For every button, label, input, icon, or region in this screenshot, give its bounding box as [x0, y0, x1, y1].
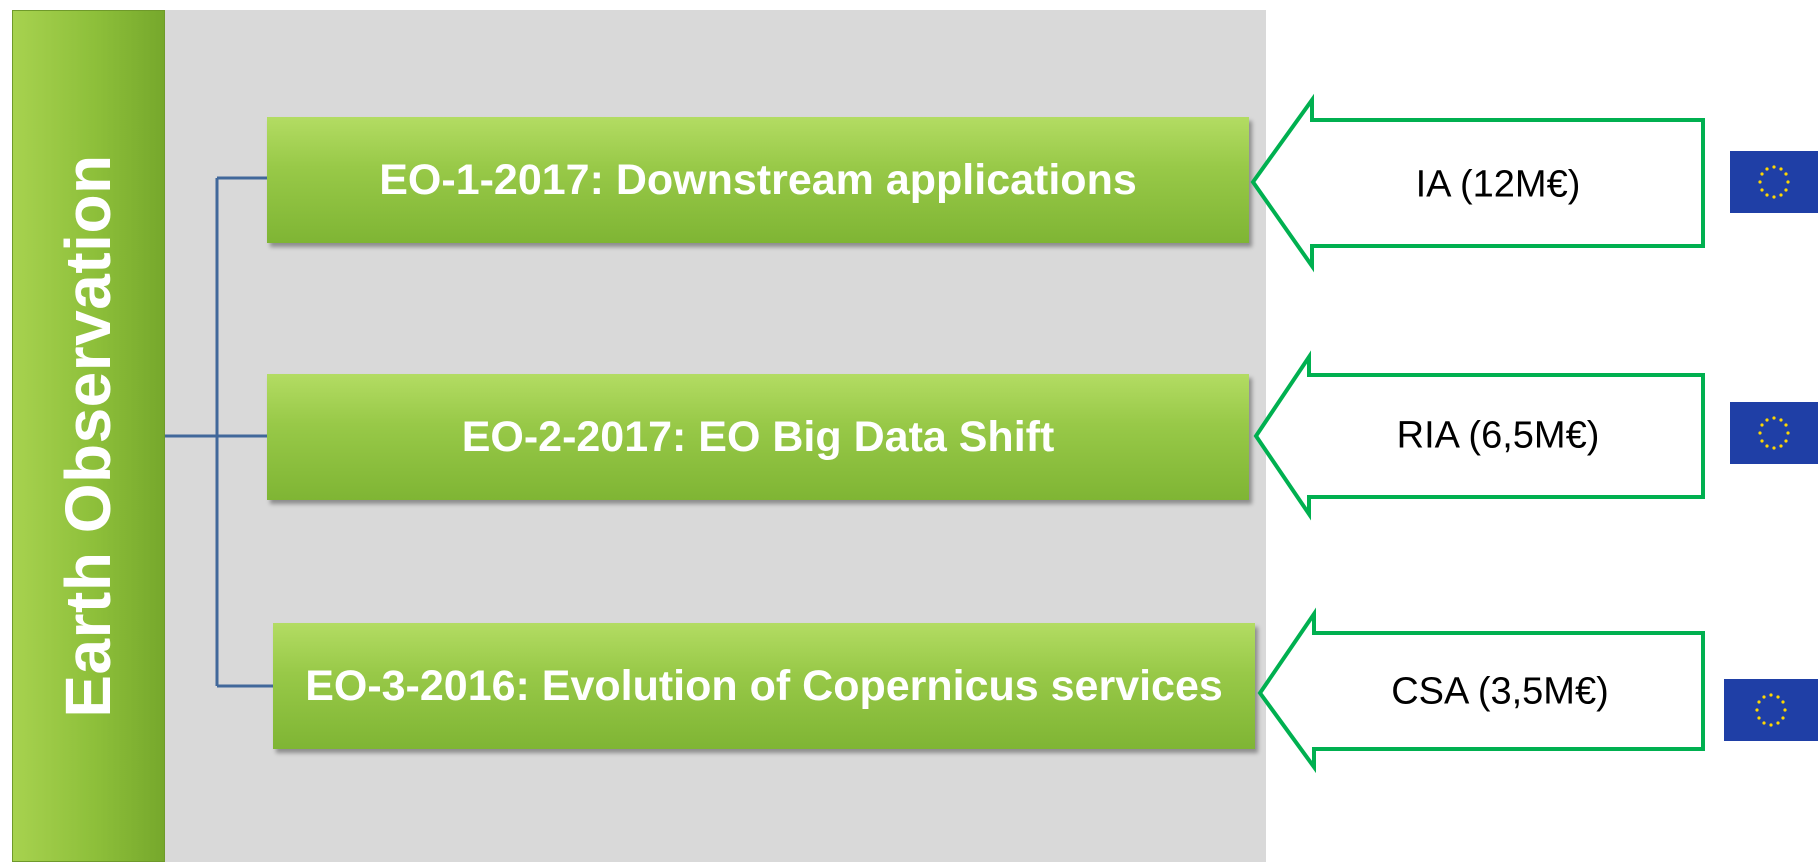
category-bar: [12, 10, 165, 862]
topic-label: EO-1-2017: Downstream applications: [379, 155, 1137, 204]
eu-flag-icon: [1730, 151, 1818, 213]
action-label-ria: RIA (6,5M€): [1396, 414, 1600, 457]
eu-flag-icon: [1730, 402, 1818, 464]
topic-label: EO-2-2017: EO Big Data Shift: [461, 412, 1055, 461]
topic-box-eo-2: EO-2-2017: EO Big Data Shift: [267, 374, 1249, 500]
eu-stars: [1758, 416, 1790, 450]
eu-stars: [1758, 165, 1790, 199]
arrow-ria: [1253, 350, 1705, 521]
action-label-csa: CSA (3,5M€): [1391, 670, 1609, 713]
arrow-csa: [1257, 607, 1705, 774]
topic-box-eo-1: EO-1-2017: Downstream applications: [267, 117, 1249, 243]
eu-stars: [1755, 693, 1787, 727]
topic-box-eo-3: EO-3-2016: Evolution of Copernicus servi…: [273, 623, 1255, 749]
arrow-ia: [1250, 93, 1705, 273]
action-label-ia: IA (12M€): [1415, 163, 1581, 206]
topic-label: EO-3-2016: Evolution of Copernicus servi…: [305, 661, 1223, 710]
eu-flag-icon: [1724, 679, 1818, 741]
